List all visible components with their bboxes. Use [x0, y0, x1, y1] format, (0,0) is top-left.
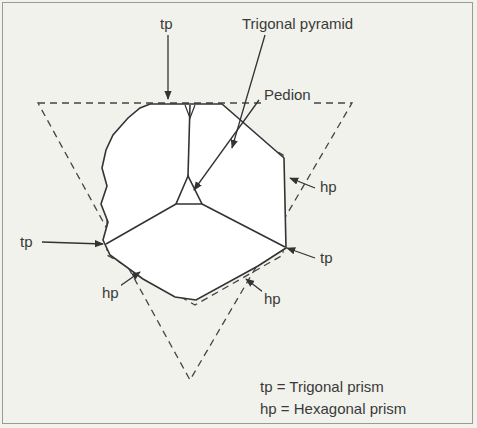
legend-entry: tp = Trigonal prism [258, 378, 386, 396]
pyramid-edges [106, 105, 285, 247]
legend-entry: hp = Hexagonal prism [258, 400, 408, 418]
face-code-label: hp [100, 284, 121, 302]
face-label: Pedion [262, 86, 313, 104]
pedion-face [176, 176, 202, 204]
face-code-label: tp [158, 15, 175, 33]
face-code-label: hp [318, 178, 339, 196]
crystal-outline [101, 104, 286, 300]
face-code-label: hp [262, 290, 283, 308]
trigonal-outline [38, 103, 352, 380]
leader-arrows [42, 35, 315, 292]
face-label: Trigonal pyramid [240, 15, 355, 33]
face-code-label: tp [318, 249, 335, 267]
face-code-label: tp [18, 233, 35, 251]
